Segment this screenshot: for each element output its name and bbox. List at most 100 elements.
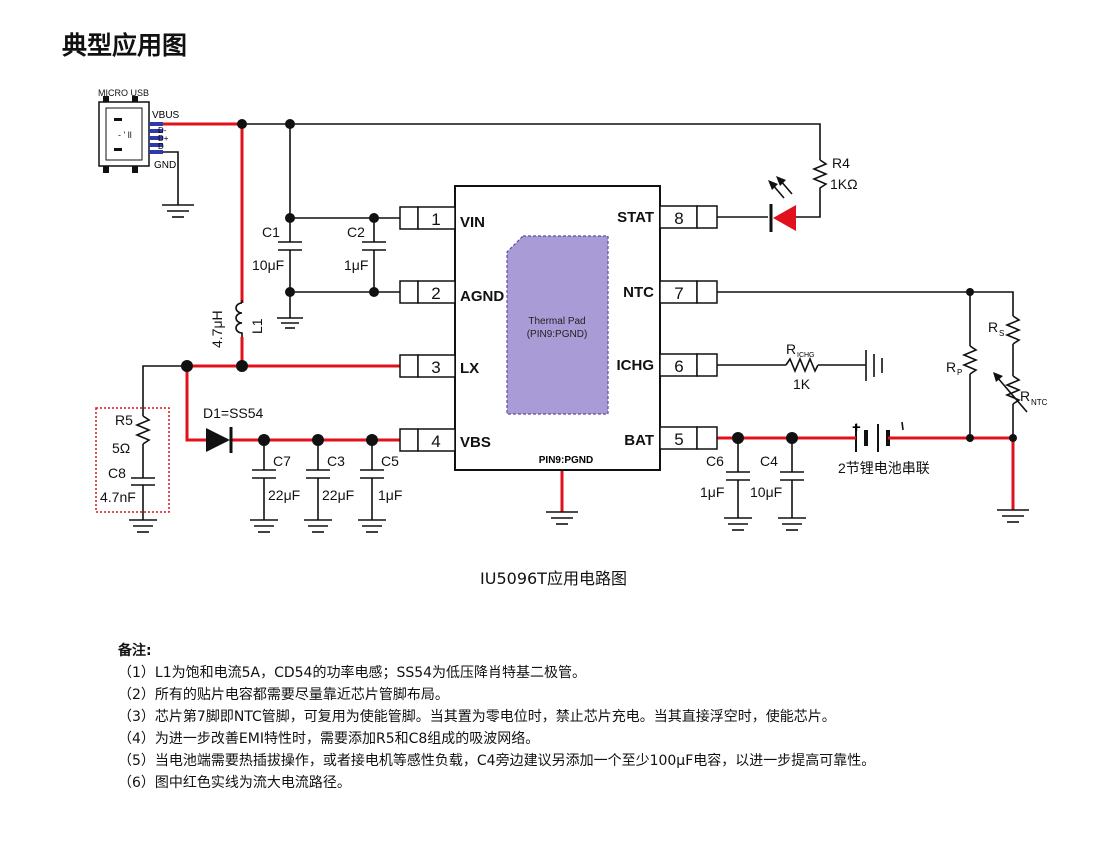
capacitor-c8 [131, 477, 155, 486]
pin-6-name: ICHG [617, 357, 655, 374]
battery-label: 2节锂电池串联 [838, 460, 930, 476]
rp-name: R [946, 359, 956, 375]
battery-plus-label: + [852, 419, 861, 436]
junction-dots [181, 119, 1017, 446]
c2-name: C2 [347, 224, 365, 240]
ground-symbol-snubber [129, 519, 157, 533]
note-item: （6）图中红色实线为流大电流路径。 [118, 775, 351, 791]
ntc-wire [717, 291, 1014, 316]
rntc-sub: NTC [1031, 398, 1048, 407]
d1-label: D1=SS54 [203, 405, 264, 421]
chip-pin-5: 5 BAT [624, 426, 718, 450]
ntc-variable-arrow [993, 372, 1028, 413]
thermal-pad-label: Thermal Pad [528, 316, 585, 327]
micro-usb-connector: - ' ll [98, 96, 163, 173]
c3-name: C3 [327, 453, 345, 469]
capacitor-c6 [724, 438, 752, 531]
l1-value: 4.7μH [209, 310, 225, 348]
ground-symbol-pgnd [546, 511, 578, 525]
capacitor-c2 [362, 241, 386, 251]
rs-name: R [988, 319, 998, 335]
pin-3-number: 3 [431, 358, 440, 377]
c3-value: 22μF [322, 487, 354, 503]
page-title: 典型应用图 [62, 31, 188, 60]
schematic-diagram: - ' ll MICRO USB VBUS D- D+ D GND C [95, 88, 1048, 533]
capacitor-c4 [778, 438, 806, 531]
led-r4-wire [796, 192, 821, 218]
resistor-r5 [134, 415, 152, 445]
c7-value: 22μF [268, 487, 300, 503]
notes-section: 备注: （1）L1为饱和电流5A，CD54的功率电感；SS54为低压降肖特基二极… [118, 640, 875, 794]
rp-sub: P [957, 368, 962, 377]
pgnd-label: PIN9:PGND [539, 455, 593, 466]
capacitor-c1 [278, 241, 302, 251]
pin-2-name: AGND [460, 288, 504, 305]
rntc-name: R [1020, 388, 1030, 404]
resistor-rs [1004, 315, 1022, 345]
resistor-richg [785, 356, 819, 374]
chip-pin-7: 7 NTC [623, 280, 718, 304]
pin-3-name: LX [460, 360, 479, 377]
r4-value: 1KΩ [830, 176, 858, 192]
pin-4-name: VBS [460, 434, 491, 451]
inductor-l1 [235, 302, 243, 337]
usb-dplus-label: D+ [158, 134, 169, 143]
pin-8-number: 8 [674, 209, 683, 228]
c4-name: C4 [760, 453, 778, 469]
c5-value: 1μF [378, 487, 402, 503]
lx-to-diode-wire [185, 366, 206, 442]
resistor-rp [961, 345, 979, 375]
led-indicator [768, 176, 796, 232]
note-item: （2）所有的贴片电容都需要尽量靠近芯片管脚布局。 [118, 687, 449, 703]
pin-8-name: STAT [617, 209, 654, 226]
battery-symbol [850, 421, 904, 452]
c6-name: C6 [706, 453, 724, 469]
pin-2-number: 2 [431, 284, 440, 303]
chip-pin-6: 6 ICHG [617, 353, 718, 377]
note-item: （1）L1为饱和电流5A，CD54的功率电感；SS54为低压降肖特基二极管。 [118, 665, 587, 681]
c8-name: C8 [108, 465, 126, 481]
c7-name: C7 [273, 453, 291, 469]
note-item: （5）当电池端需要热插拔操作，或者接电机等感性负载，C4旁边建议另添加一个至少1… [118, 753, 876, 769]
snubber-dashed-box [95, 407, 170, 513]
rs-sub: S [999, 329, 1004, 338]
richg-sub: ICHG [797, 352, 815, 359]
ground-symbol-ichg [865, 350, 883, 381]
c8-value: 4.7nF [100, 489, 136, 505]
c5-name: C5 [381, 453, 399, 469]
ground-symbol-agnd [277, 317, 303, 329]
resistor-r4 [811, 159, 829, 192]
l1-name: L1 [249, 318, 265, 334]
note-item: （4）为进一步改善EMI特性时，需要添加R5和C8组成的吸波网络。 [118, 731, 540, 747]
chip-pin-2: 2 AGND [399, 280, 504, 305]
vbus-top-wire [242, 123, 821, 160]
r5-name: R5 [115, 412, 133, 428]
diode-d1 [206, 427, 233, 453]
diagram-caption: IU5096T应用电路图 [480, 569, 627, 588]
pin-7-number: 7 [674, 284, 683, 303]
svg-text:- ' ll: - ' ll [118, 130, 132, 140]
usb-gnd-wire [163, 151, 179, 205]
ground-symbol-usb [162, 204, 194, 218]
chip-pin-3: 3 LX [399, 354, 479, 378]
chip-pin-8: 8 STAT [617, 205, 718, 229]
c4-value: 10μF [750, 484, 782, 500]
richg-name: R [786, 341, 796, 357]
r4-name: R4 [832, 155, 850, 171]
chip-pin-4: 4 VBS [399, 428, 491, 452]
usb-vbus-label: VBUS [152, 110, 180, 121]
c1-value: 10μF [252, 257, 284, 273]
usb-dminus-label: D- [158, 126, 167, 135]
resistor-rntc [1004, 375, 1022, 405]
usb-d-label: D [158, 142, 164, 151]
usb-label: MICRO USB [98, 88, 149, 98]
pin-5-number: 5 [674, 430, 683, 449]
notes-title: 备注: [118, 643, 152, 659]
pin-6-number: 6 [674, 357, 683, 376]
chip-pin-1: 1 VIN [399, 206, 485, 231]
c1-name: C1 [262, 224, 280, 240]
usb-gnd-label: GND [154, 160, 176, 171]
pin-1-name: VIN [460, 214, 485, 231]
thermal-pad-sublabel: (PIN9:PGND) [527, 329, 588, 340]
note-item: （3）芯片第7脚即NTC管脚，可复用为使能管脚。当其置为零电位时，禁止芯片充电。… [118, 709, 836, 725]
